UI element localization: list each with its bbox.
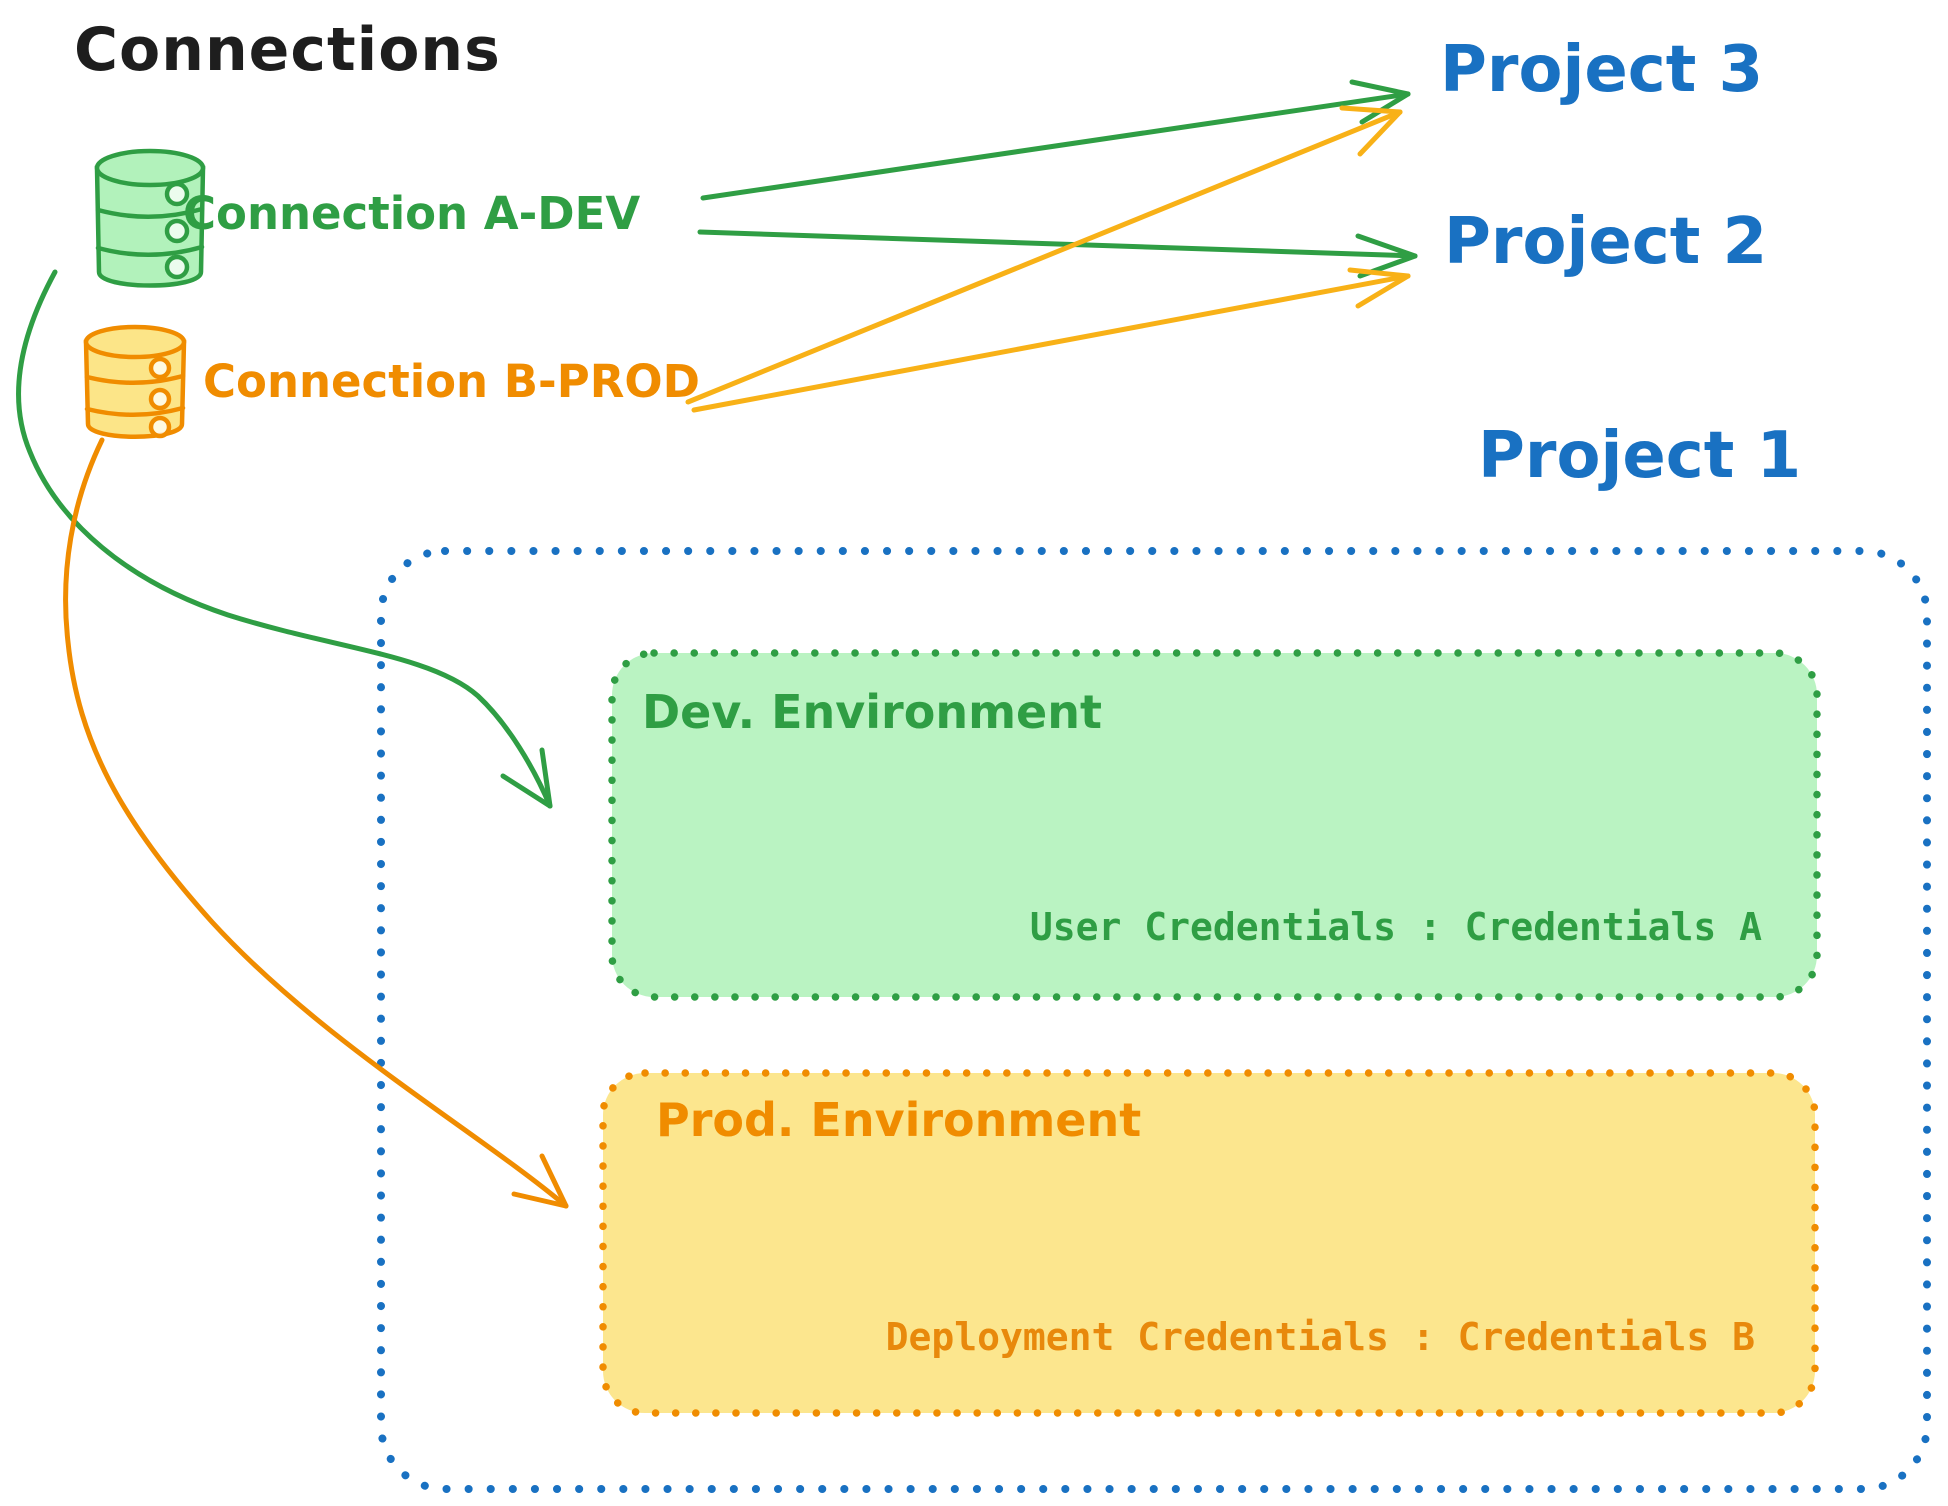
project-3-label: Project 3: [1440, 33, 1764, 107]
dev-environment-label: Dev. Environment: [642, 685, 1102, 739]
connection-a-dev-label: Connection A-DEV: [183, 187, 641, 240]
arrow-b-prod-to-project2: [691, 267, 1411, 413]
prod-environment-box: [599, 1069, 1819, 1417]
prod-environment-credentials: Deployment Credentials : Credentials B: [885, 1315, 1755, 1359]
prod-environment-label: Prod. Environment: [656, 1093, 1142, 1147]
project1-container-box: [377, 547, 1931, 1493]
dev-environment-box: [608, 649, 1821, 1001]
diagram-title: Connections: [74, 15, 501, 85]
arrow-a-dev-to-dev-environment: [15, 269, 553, 809]
arrow-b-prod-to-project3: [685, 105, 1403, 405]
arrow-a-dev-to-project3: [700, 79, 1411, 201]
dev-environment-credentials: User Credentials : Credentials A: [1029, 905, 1762, 949]
database-icon: [94, 148, 206, 288]
project-1-label: Project 1: [1478, 419, 1802, 493]
database-icon: [83, 324, 187, 439]
arrow-b-prod-to-prod-environment: [63, 437, 569, 1209]
connection-b-prod-label: Connection B-PROD: [203, 355, 700, 408]
project-2-label: Project 2: [1444, 205, 1768, 279]
